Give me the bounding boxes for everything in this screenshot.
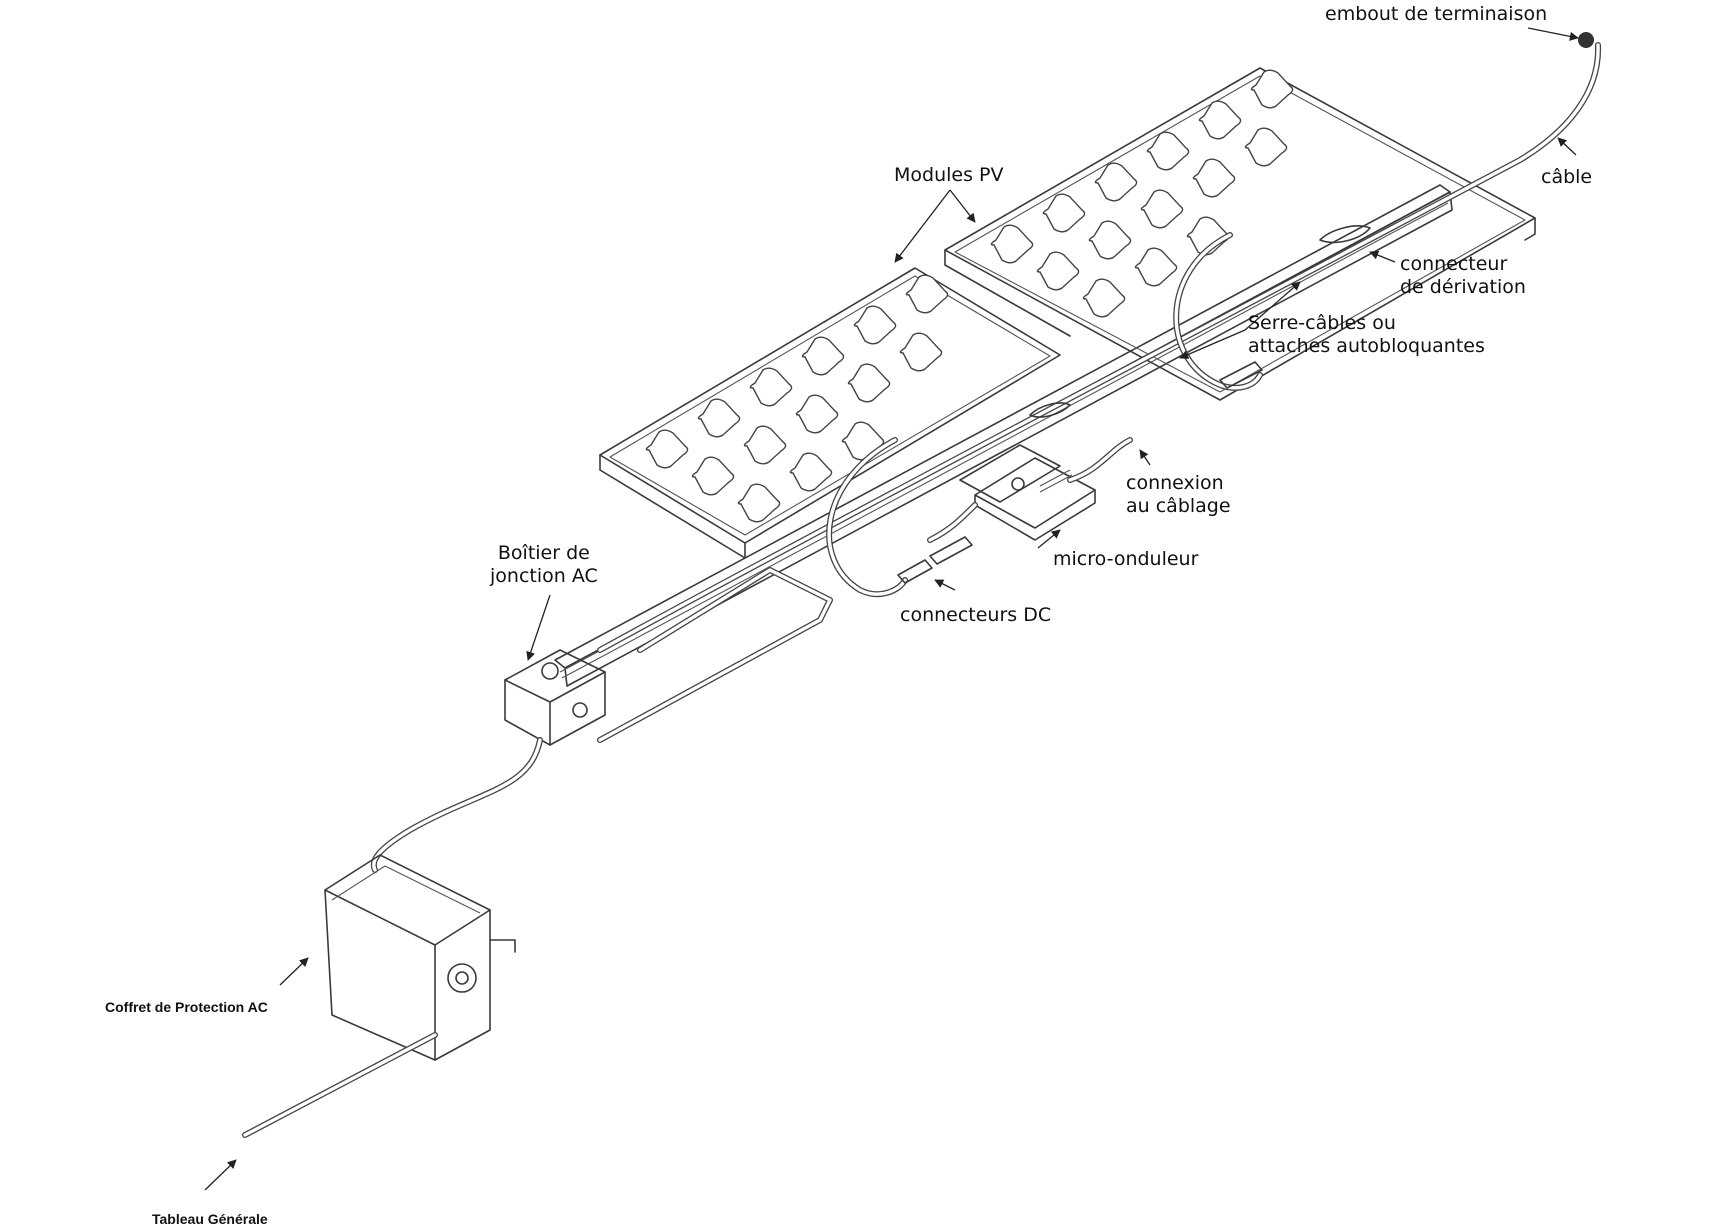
module-dc-cables — [826, 232, 1263, 598]
pv-cell — [1082, 278, 1126, 318]
pv-cell — [1244, 127, 1288, 167]
pv-cell — [847, 363, 891, 403]
pv-cell — [645, 429, 689, 469]
pv-cell — [1140, 189, 1184, 229]
label-coffret-de-protection-ac: Coffret de Protection AC — [105, 999, 268, 1015]
panel-feed-cable — [242, 1032, 438, 1138]
label-boitier-de-jonction-ac: Boîtier de jonction AC — [490, 542, 598, 587]
pv-cell — [905, 274, 949, 314]
micro-inverter — [959, 444, 1096, 541]
ac-protection-box — [324, 854, 516, 1061]
pv-cell — [691, 456, 735, 496]
pv-cell — [1198, 100, 1242, 140]
pv-cell — [801, 336, 845, 376]
pv-module-left — [599, 267, 1061, 559]
pv-cell — [743, 425, 787, 465]
label-cable: câble — [1541, 166, 1593, 188]
pv-cell — [749, 367, 793, 407]
pv-cell — [737, 483, 781, 523]
label-connecteur-de-derivation: connecteur de dérivation — [1400, 253, 1526, 298]
pv-cell — [1146, 131, 1190, 171]
pv-cell — [1088, 220, 1132, 260]
return-cable — [597, 567, 833, 743]
pv-cell — [1192, 158, 1236, 198]
label-tableau-generale: Tableau Générale — [152, 1211, 268, 1227]
pv-cell — [899, 332, 943, 372]
label-connexion-au-cablage: connexion au câblage — [1126, 472, 1231, 517]
branch-connectors — [1029, 225, 1371, 418]
ac-trunk-cable — [597, 32, 1602, 653]
pv-cell — [1250, 69, 1294, 109]
pv-cell — [1134, 247, 1178, 287]
label-modules-pv: Modules PV — [894, 164, 1004, 186]
pv-cell — [789, 452, 833, 492]
ac-junction-box — [504, 649, 606, 746]
pv-cell — [853, 305, 897, 345]
pv-cell — [697, 398, 741, 438]
label-connecteurs-dc: connecteurs DC — [900, 604, 1052, 626]
label-embout-de-terminaison: embout de terminaison — [1325, 3, 1548, 25]
pv-cell — [1036, 251, 1080, 291]
pv-module-right — [944, 67, 1536, 401]
pv-cell — [1042, 193, 1086, 233]
pv-cell — [795, 394, 839, 434]
label-serre-cables: Serre-câbles ou attaches autobloquantes — [1248, 312, 1485, 357]
label-micro-onduleur: micro-onduleur — [1053, 548, 1199, 570]
dc-connectors — [897, 361, 1263, 584]
ac-feed-cable — [370, 737, 543, 873]
pv-cell — [1094, 162, 1138, 202]
leader-arrows — [204, 27, 1579, 1191]
pv-cell — [990, 224, 1034, 264]
